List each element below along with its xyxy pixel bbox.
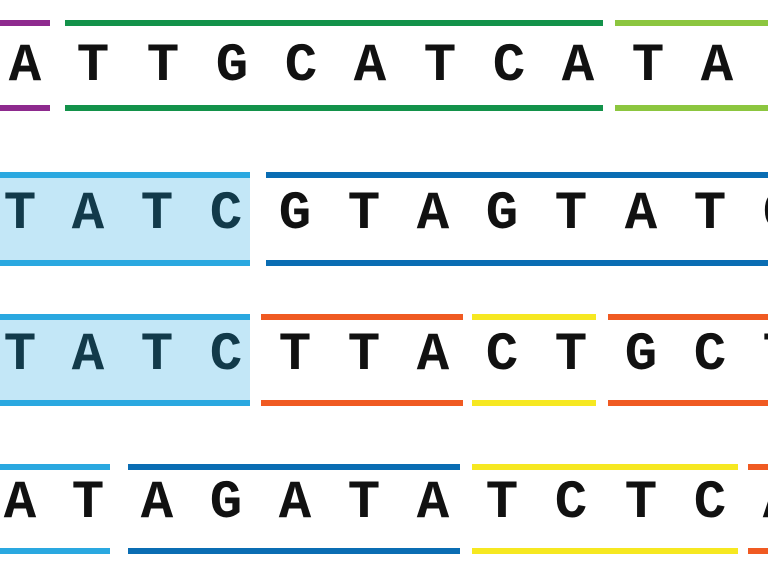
- nucleotide-letter: T: [278, 325, 312, 386]
- segment-bar-top: [0, 172, 250, 178]
- nucleotide-letter: T: [146, 36, 180, 97]
- segment-bar-top: [472, 464, 738, 470]
- nucleotide-letter: T: [624, 473, 658, 534]
- nucleotide-letter: C: [554, 473, 588, 534]
- segment-bar-top: [748, 464, 768, 470]
- segment-bar-top: [472, 314, 596, 320]
- segment-bar-top: [266, 172, 768, 178]
- nucleotide-letter: A: [278, 473, 312, 534]
- segment-bar-top: [0, 314, 250, 320]
- segment-bar-top: [128, 464, 460, 470]
- segment-bar-top: [0, 20, 50, 26]
- nucleotide-letter: C: [209, 325, 243, 386]
- nucleotide-letter: T: [347, 325, 381, 386]
- segment-bar-top: [65, 20, 603, 26]
- segment-bar-bottom: [128, 548, 460, 554]
- nucleotide-letter: T: [347, 184, 381, 245]
- nucleotide-letter: A: [700, 36, 734, 97]
- nucleotide-letter: T: [71, 473, 105, 534]
- nucleotide-letter: C: [693, 325, 727, 386]
- nucleotide-letter: C: [693, 473, 727, 534]
- segment-bar-bottom: [65, 105, 603, 111]
- segment-bar-bottom: [266, 260, 768, 266]
- segment-bar-bottom: [261, 400, 463, 406]
- nucleotide-letter: A: [353, 36, 387, 97]
- segment-bar-bottom: [472, 548, 738, 554]
- nucleotide-letter: T: [140, 325, 174, 386]
- segment-bar-top: [0, 464, 110, 470]
- nucleotide-letter: T: [3, 184, 37, 245]
- nucleotide-letter: T: [140, 184, 174, 245]
- nucleotide-letter: T: [347, 473, 381, 534]
- nucleotide-letter: T: [693, 184, 727, 245]
- nucleotide-letter: T: [485, 473, 519, 534]
- segment-bar-bottom: [608, 400, 768, 406]
- nucleotide-letter: A: [416, 473, 450, 534]
- nucleotide-letter: T: [749, 329, 768, 383]
- nucleotide-letter: G: [624, 325, 658, 386]
- nucleotide-letter: C: [284, 36, 318, 97]
- segment-bar-bottom: [0, 105, 50, 111]
- nucleotide-letter: A: [561, 36, 595, 97]
- nucleotide-letter: G: [278, 184, 312, 245]
- nucleotide-letter: T: [3, 325, 37, 386]
- segment-bar-bottom: [0, 400, 250, 406]
- nucleotide-letter: A: [8, 36, 42, 97]
- nucleotide-letter: A: [71, 184, 105, 245]
- segment-bar-top: [608, 314, 768, 320]
- highlight-box: [0, 314, 250, 406]
- nucleotide-letter: G: [485, 184, 519, 245]
- nucleotide-letter: T: [631, 36, 665, 97]
- nucleotide-letter: A: [3, 473, 37, 534]
- segment-bar-bottom: [0, 260, 250, 266]
- nucleotide-letter: C: [749, 188, 768, 242]
- nucleotide-letter: T: [554, 184, 588, 245]
- nucleotide-letter: C: [492, 36, 526, 97]
- nucleotide-letter: C: [209, 184, 243, 245]
- nucleotide-letter: T: [554, 325, 588, 386]
- nucleotide-letter: G: [209, 473, 243, 534]
- segment-bar-top: [261, 314, 463, 320]
- nucleotide-letter: A: [624, 184, 658, 245]
- nucleotide-letter: G: [215, 36, 249, 97]
- nucleotide-letter: A: [416, 184, 450, 245]
- nucleotide-letter: A: [749, 477, 768, 531]
- nucleotide-letter: T: [423, 36, 457, 97]
- nucleotide-letter: A: [71, 325, 105, 386]
- highlight-box: [0, 172, 250, 266]
- segment-bar-bottom: [0, 548, 110, 554]
- nucleotide-letter: A: [416, 325, 450, 386]
- nucleotide-letter: A: [140, 473, 174, 534]
- segment-bar-top: [615, 20, 768, 26]
- segment-bar-bottom: [748, 548, 768, 554]
- nucleotide-letter: T: [76, 36, 110, 97]
- segment-bar-bottom: [615, 105, 768, 111]
- nucleotide-letter: C: [485, 325, 519, 386]
- segment-bar-bottom: [472, 400, 596, 406]
